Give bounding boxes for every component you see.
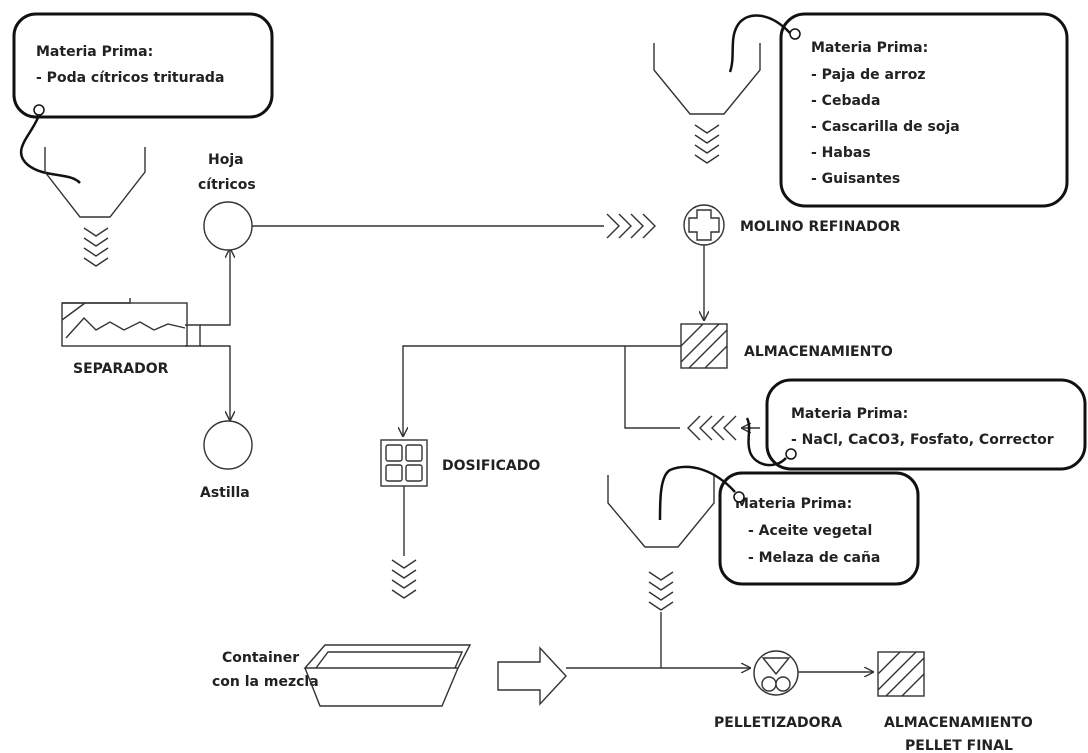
- molino-cross-icon: [688, 209, 720, 241]
- pelletizadora: PELLETIZADORA: [714, 650, 842, 731]
- hoja-citricos: Hoja cítricos: [198, 152, 256, 251]
- almacen-label: ALMACENAMIENTO: [744, 344, 893, 360]
- feed-chevrons: [648, 571, 674, 611]
- container-mezcla: Container con la mezcla: [212, 644, 472, 707]
- note-item: - Cebada: [811, 93, 880, 109]
- note-connector-cord: [658, 465, 736, 521]
- almacen-final-box: [877, 651, 925, 697]
- molino-label: MOLINO REFINADOR: [740, 219, 901, 235]
- container-rim: [303, 644, 472, 669]
- big-flow-arrow: [497, 646, 567, 706]
- note-item: - Melaza de caña: [748, 550, 880, 566]
- flow-to-hoja: [200, 249, 230, 326]
- feed-chevrons: [687, 415, 737, 441]
- astilla: Astilla: [200, 420, 253, 501]
- note-connector-dot: [785, 448, 797, 460]
- pelletizadora-die: [761, 657, 791, 676]
- dosificado-label: DOSIFICADO: [442, 458, 540, 474]
- note-poda-citricos: Materia Prima: - Poda cítricos triturada: [12, 12, 274, 184]
- feed-chevrons: [694, 124, 720, 164]
- note-connector-dot: [789, 28, 801, 40]
- astilla-label: Astilla: [200, 485, 250, 501]
- note-bubble: [12, 12, 274, 119]
- container-body: [304, 667, 459, 707]
- note-title: Materia Prima:: [791, 406, 908, 422]
- hopper-poda: [44, 147, 146, 267]
- note-connector-dot: [733, 491, 745, 503]
- hopper-cereales: [653, 43, 761, 164]
- flow-minerales-branch: [624, 346, 680, 429]
- pelletizadora-label: PELLETIZADORA: [714, 715, 842, 731]
- container-label-line1: Container: [222, 650, 299, 666]
- hoja-node: [203, 201, 253, 251]
- note-bubble: [718, 471, 920, 586]
- note-item: - Aceite vegetal: [748, 523, 872, 539]
- container-label-line2: con la mezcla: [212, 674, 319, 690]
- note-title: Materia Prima:: [735, 496, 852, 512]
- note-title: Materia Prima:: [36, 44, 153, 60]
- dosificado: DOSIFICADO: [380, 439, 540, 487]
- feed-chevrons: [606, 213, 656, 239]
- almacen-box: [680, 323, 728, 369]
- note-item: - Paja de arroz: [811, 67, 926, 83]
- astilla-node: [203, 420, 253, 470]
- note-item: - Poda cítricos triturada: [36, 70, 224, 86]
- note-item: - Cascarilla de soja: [811, 119, 960, 135]
- note-bubble: [765, 378, 1087, 471]
- note-cereales: Materia Prima: - Paja de arroz - Cebada …: [728, 12, 1069, 208]
- note-bubble: [779, 12, 1069, 208]
- note-connector-cord: [745, 417, 787, 467]
- note-item: - NaCl, CaCO3, Fosfato, Corrector: [791, 432, 1054, 448]
- almacen-final-label-line2: PELLET FINAL: [905, 738, 1013, 753]
- feed-chevrons: [83, 227, 109, 267]
- note-connector-dot: [33, 104, 45, 116]
- note-liquidos: Materia Prima: - Aceite vegetal - Melaza…: [658, 465, 920, 586]
- hoja-label-line2: cítricos: [198, 177, 256, 193]
- almacenamiento: ALMACENAMIENTO: [680, 323, 893, 369]
- flow-to-astilla: [200, 345, 230, 420]
- separador-screw: [65, 316, 186, 339]
- separador: SEPARADOR: [61, 298, 201, 377]
- note-minerales: Materia Prima: - NaCl, CaCO3, Fosfato, C…: [745, 378, 1087, 471]
- note-title: Materia Prima:: [811, 40, 928, 56]
- note-connector-cord: [728, 14, 791, 73]
- hoja-label-line1: Hoja: [208, 152, 244, 168]
- almacenamiento-pellet-final: ALMACENAMIENTO PELLET FINAL: [877, 651, 1033, 753]
- hatch-pattern: [680, 323, 728, 369]
- hopper-liquidos: [607, 475, 715, 668]
- separador-label: SEPARADOR: [73, 361, 169, 377]
- molino-refinador: MOLINO REFINADOR: [683, 204, 901, 246]
- almacen-final-label-line1: ALMACENAMIENTO: [884, 715, 1033, 731]
- hatch-pattern: [877, 651, 925, 697]
- feed-chevrons: [391, 559, 417, 599]
- flow-almacen-to-dosificado: [403, 345, 681, 436]
- molino-node: [683, 204, 725, 246]
- note-item: - Guisantes: [811, 171, 900, 187]
- note-item: - Habas: [811, 145, 871, 161]
- note-connector-cord: [20, 114, 81, 184]
